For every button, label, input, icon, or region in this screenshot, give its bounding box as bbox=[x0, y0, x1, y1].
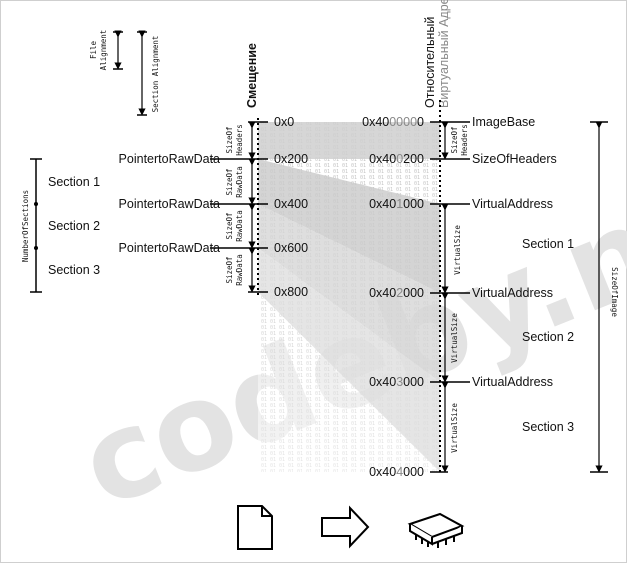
file-section-3: Section 3 bbox=[48, 263, 100, 277]
file-icon bbox=[237, 505, 273, 550]
size-of-raw-data-label-3: SizeOfRawData bbox=[225, 254, 244, 286]
arrow-icon bbox=[321, 505, 370, 549]
rva-2: 0x401000 bbox=[369, 197, 424, 211]
offset-2: 0x400 bbox=[274, 197, 308, 211]
rva-ticks bbox=[430, 121, 470, 473]
section-alignment-label: Section Alignment bbox=[151, 36, 160, 113]
size-of-headers-file-label: SizeOfHeaders bbox=[225, 124, 244, 156]
mem-section-3: Section 3 bbox=[522, 420, 574, 434]
section2-band bbox=[258, 204, 440, 382]
mem-section-1: Section 1 bbox=[522, 237, 574, 251]
offset-0: 0x0 bbox=[274, 115, 294, 129]
rva-header-line1: Относительный bbox=[423, 17, 437, 108]
rva-4: 0x403000 bbox=[369, 375, 424, 389]
rva-1: 0x400200 bbox=[369, 152, 424, 166]
file-offset-ticks bbox=[210, 121, 268, 293]
size-of-image-label: SizeOfImage bbox=[610, 267, 619, 317]
file-section-1: Section 1 bbox=[48, 175, 100, 189]
file-section-2: Section 2 bbox=[48, 219, 100, 233]
rva-0: 0x4000000 bbox=[362, 115, 424, 129]
file-alignment-mark: FileAlignment bbox=[89, 30, 123, 71]
chip-icon bbox=[407, 512, 465, 548]
rva-5: 0x404000 bbox=[369, 465, 424, 479]
number-of-sections-label: NumberOfSections bbox=[21, 190, 30, 262]
size-of-raw-data-label-1: SizeOfRawData bbox=[225, 166, 244, 198]
size-of-headers-mem-label: SizeOfHeaders bbox=[450, 124, 469, 156]
offset-3: 0x600 bbox=[274, 241, 308, 255]
virtual-size-label-1: VirtualSize bbox=[453, 225, 462, 275]
virtual-address-label-2: VirtualAddress bbox=[472, 286, 553, 300]
virtual-address-label-1: VirtualAddress bbox=[472, 197, 553, 211]
svg-text:FileAlignment: FileAlignment bbox=[89, 30, 108, 71]
headers-band bbox=[258, 122, 440, 159]
virtual-address-label-3: VirtualAddress bbox=[472, 375, 553, 389]
virtual-size-label-2: VirtualSize bbox=[450, 313, 459, 363]
offset-header: Смещение bbox=[245, 43, 259, 108]
rva-header-line2: Виртуальный Адрес bbox=[437, 0, 451, 108]
size-of-headers-label: SizeOfHeaders bbox=[472, 152, 557, 166]
section3-band bbox=[258, 248, 440, 472]
size-of-image-bracket bbox=[590, 121, 608, 473]
size-of-raw-data-label-2: SizeOfRawData bbox=[225, 210, 244, 242]
virtual-size-label-3: VirtualSize bbox=[450, 403, 459, 453]
mem-section-2: Section 2 bbox=[522, 330, 574, 344]
image-base-label: ImageBase bbox=[472, 115, 535, 129]
offset-4: 0x800 bbox=[274, 285, 308, 299]
rva-3: 0x402000 bbox=[369, 286, 424, 300]
pointer-to-raw-data-2: PointertoRawData bbox=[119, 197, 220, 211]
number-of-sections-bracket bbox=[30, 158, 42, 293]
section-alignment-mark: Section Alignment bbox=[137, 30, 160, 116]
pointer-to-raw-data-3: PointertoRawData bbox=[119, 241, 220, 255]
section1-band bbox=[258, 159, 440, 293]
offset-1: 0x200 bbox=[274, 152, 308, 166]
pointer-to-raw-data-1: PointertoRawData bbox=[119, 152, 220, 166]
